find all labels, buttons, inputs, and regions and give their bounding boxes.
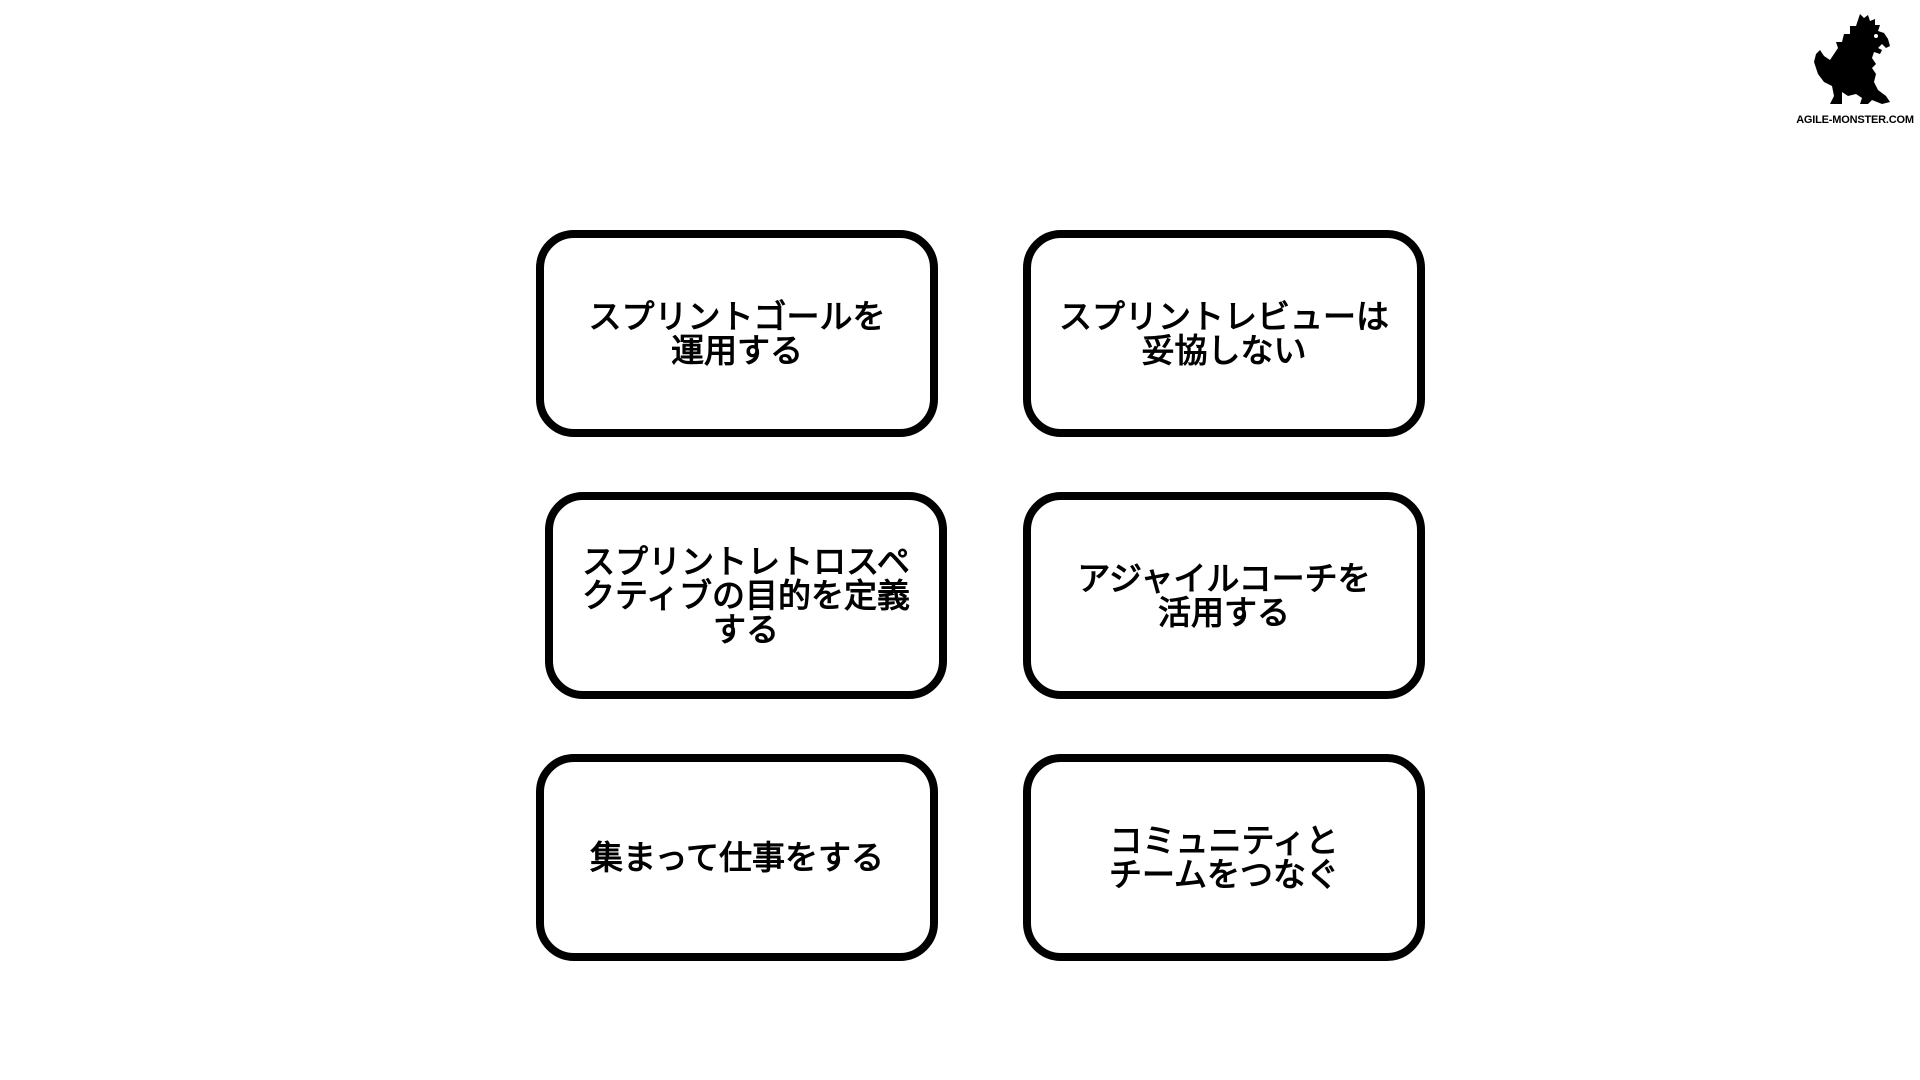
card-label: スプリントレトロスペ クティブの目的を定義 する [581,541,911,649]
card-work-together: 集まって仕事をする [536,754,938,961]
site-logo: AGILE-MONSTER.COM [1790,10,1920,130]
card-community-team: コミュニティと チームをつなぐ [1023,754,1425,961]
card-label: コミュニティと チームをつなぐ [1108,820,1339,894]
card-sprint-review: スプリントレビューは 妥協しない [1023,230,1425,437]
card-label: 集まって仕事をする [589,837,885,877]
card-label: スプリントレビューは 妥協しない [1059,296,1389,370]
card-label: スプリントゴールを 運用する [588,296,886,370]
card-sprint-retrospective: スプリントレトロスペ クティブの目的を定義 する [545,492,947,699]
card-sprint-goal: スプリントゴールを 運用する [536,230,938,437]
card-label: アジャイルコーチを 活用する [1077,558,1371,632]
card-agile-coach: アジャイルコーチを 活用する [1023,492,1425,699]
logo-text: AGILE-MONSTER.COM [1796,114,1914,126]
monster-icon [1814,14,1890,104]
